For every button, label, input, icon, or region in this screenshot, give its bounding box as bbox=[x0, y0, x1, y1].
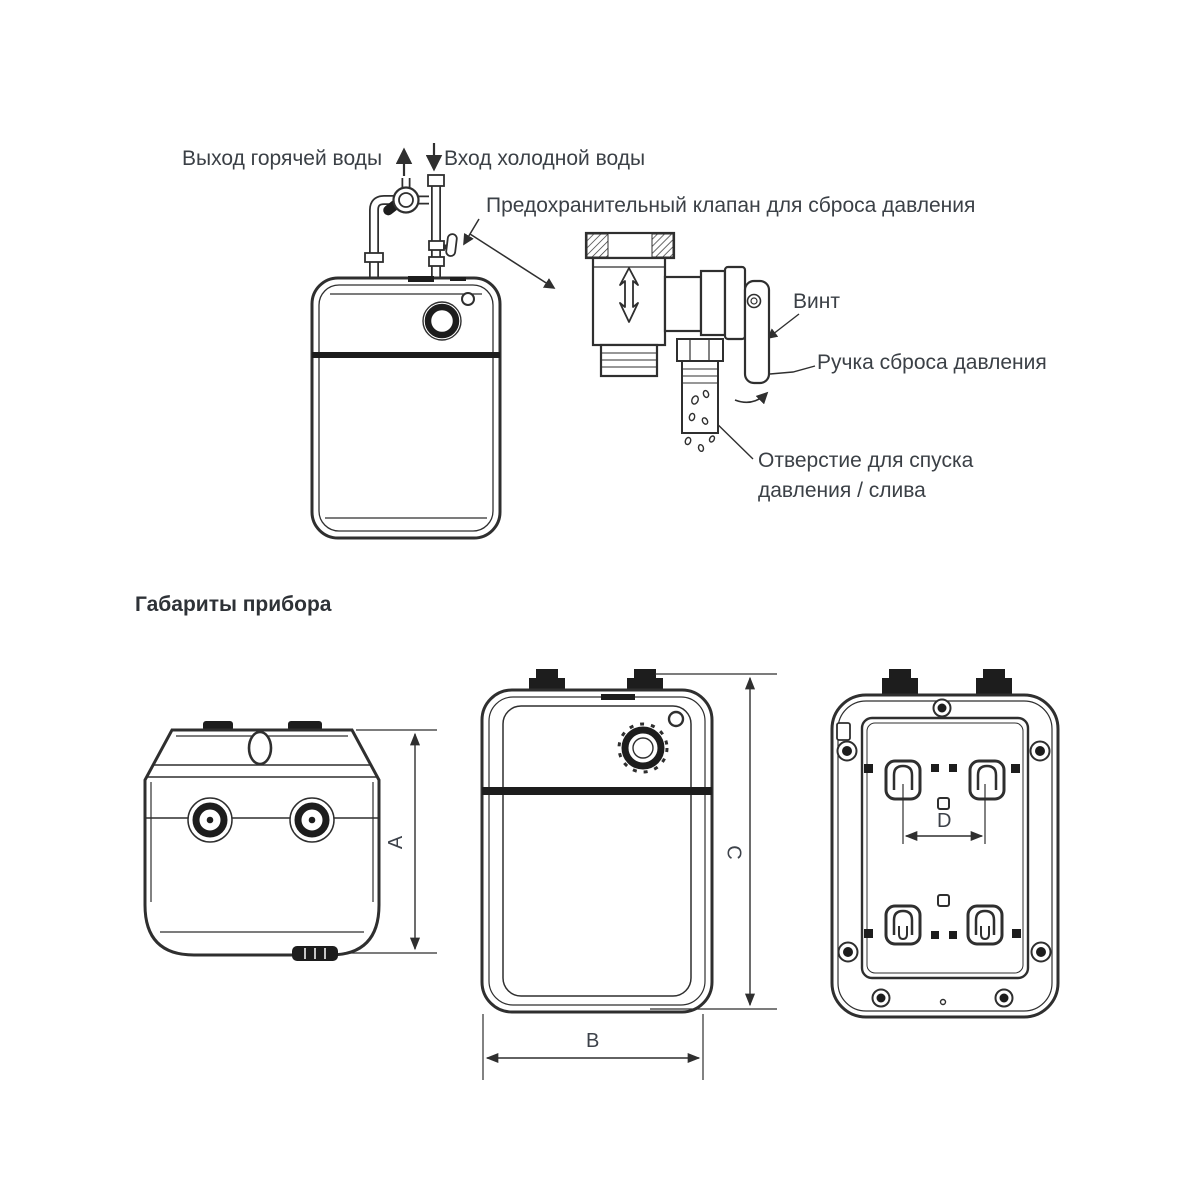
dimensions-heading: Габариты прибора bbox=[135, 593, 332, 616]
safety-valve-label: Предохранительный клапан для сброса давл… bbox=[486, 194, 976, 217]
hot-water-outlet-label: Выход горячей воды bbox=[182, 147, 383, 170]
water-heater-front-illustration bbox=[310, 276, 502, 540]
dimension-c-label: C bbox=[722, 845, 745, 860]
screw-label: Винт bbox=[793, 290, 840, 313]
relief-lever-icon bbox=[743, 279, 771, 385]
thermostat-dial-icon bbox=[422, 301, 462, 341]
rotation-arrow-icon bbox=[734, 391, 769, 405]
dimension-d bbox=[902, 784, 986, 844]
dimension-b-label: B bbox=[586, 1030, 600, 1052]
thermostat-dial-icon bbox=[617, 722, 669, 774]
dimension-c bbox=[650, 673, 777, 1010]
pipe-fitting-top-icon bbox=[289, 797, 335, 843]
pipe-assembly bbox=[364, 174, 458, 282]
leader-lines-top bbox=[463, 218, 816, 460]
dimension-b bbox=[482, 1014, 704, 1080]
rear-view-drawing bbox=[830, 669, 1060, 1019]
safety-valve-detail bbox=[584, 231, 771, 453]
pipe-fitting-top-icon bbox=[187, 797, 233, 843]
dimension-a bbox=[344, 729, 437, 954]
drain-spout-icon bbox=[676, 338, 724, 453]
dimension-a-label: A bbox=[385, 835, 408, 850]
cold-water-inlet-label: Вход холодной воды bbox=[444, 147, 646, 170]
front-view-drawing bbox=[480, 669, 714, 1014]
pipe-connector-icon bbox=[882, 669, 918, 696]
dimension-d-label: D bbox=[937, 810, 952, 832]
shutoff-valve-icon bbox=[383, 186, 420, 216]
screw-icon bbox=[836, 698, 1052, 1008]
pipe-connector-icon bbox=[976, 669, 1012, 696]
flow-direction-arrow-icon bbox=[619, 267, 639, 323]
keyhole-slot-icon bbox=[884, 759, 1006, 946]
relief-handle-label: Ручка сброса давления bbox=[817, 351, 1047, 374]
top-view-drawing bbox=[143, 721, 381, 961]
drain-hole-label: Отверстие для спуска давления / слива bbox=[758, 449, 974, 502]
small-safety-valve-icon bbox=[443, 233, 458, 257]
